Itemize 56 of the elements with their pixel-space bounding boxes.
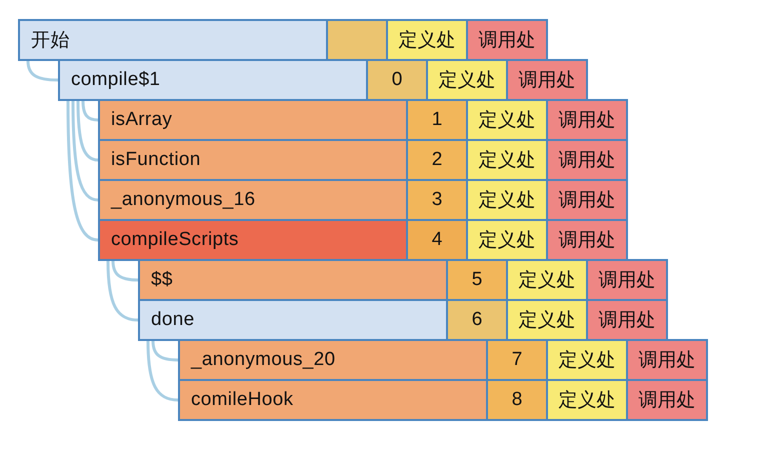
table-row [98, 99, 628, 141]
definition-cell: 定义处 [426, 61, 506, 99]
index-cell: 7 [486, 341, 546, 379]
table-row [138, 299, 668, 341]
tree-connector [66, 101, 98, 242]
function-name-cell: compile$1 [60, 61, 366, 99]
definition-cell: 定义处 [546, 381, 626, 419]
table-row [98, 219, 628, 261]
index-cell: 2 [406, 141, 466, 179]
tree-connector [82, 100, 98, 122]
call-site-cell: 调用处 [626, 341, 706, 379]
index-cell: 6 [446, 301, 506, 339]
index-cell: 5 [446, 261, 506, 299]
table-row [98, 179, 628, 221]
definition-cell: 定义处 [546, 341, 626, 379]
call-site-cell: 调用处 [546, 101, 626, 139]
definition-cell: 定义处 [466, 221, 546, 259]
function-name-cell: _anonymous_16 [100, 181, 406, 219]
index-cell: 1 [406, 101, 466, 139]
function-name-cell: $$ [140, 261, 446, 299]
index-cell: 3 [406, 181, 466, 219]
table-row [138, 259, 668, 301]
function-name-cell: 开始 [20, 21, 326, 59]
tree-connector [146, 340, 178, 402]
function-name-cell: isArray [100, 101, 406, 139]
call-site-cell: 调用处 [586, 301, 666, 339]
function-name-cell: comileHook [180, 381, 486, 419]
definition-cell: 定义处 [386, 21, 466, 59]
call-site-cell: 调用处 [626, 381, 706, 419]
definition-cell: 定义处 [466, 181, 546, 219]
function-name-cell: _anonymous_20 [180, 341, 486, 379]
table-row [178, 339, 708, 381]
call-site-cell: 调用处 [506, 61, 586, 99]
table-row [178, 379, 708, 421]
tree-connector [72, 100, 98, 202]
table-row [58, 59, 588, 101]
call-site-cell: 调用处 [546, 221, 626, 259]
table-row [18, 19, 548, 61]
call-site-cell: 调用处 [586, 261, 666, 299]
definition-cell: 定义处 [466, 141, 546, 179]
definition-cell: 定义处 [506, 261, 586, 299]
definition-cell: 定义处 [466, 101, 546, 139]
tree-connector [106, 260, 138, 322]
index-cell: 4 [406, 221, 466, 259]
call-site-cell: 调用处 [546, 181, 626, 219]
definition-cell: 定义处 [506, 301, 586, 339]
index-cell: 0 [366, 61, 426, 99]
index-cell: 8 [486, 381, 546, 419]
table-row [98, 139, 628, 181]
function-name-cell: isFunction [100, 141, 406, 179]
call-site-cell: 调用处 [466, 21, 546, 59]
function-name-cell: done [140, 301, 446, 339]
tree-connector [152, 340, 178, 362]
call-site-cell: 调用处 [546, 141, 626, 179]
function-name-cell: compileScripts [100, 221, 406, 259]
tree-connector [112, 260, 138, 282]
